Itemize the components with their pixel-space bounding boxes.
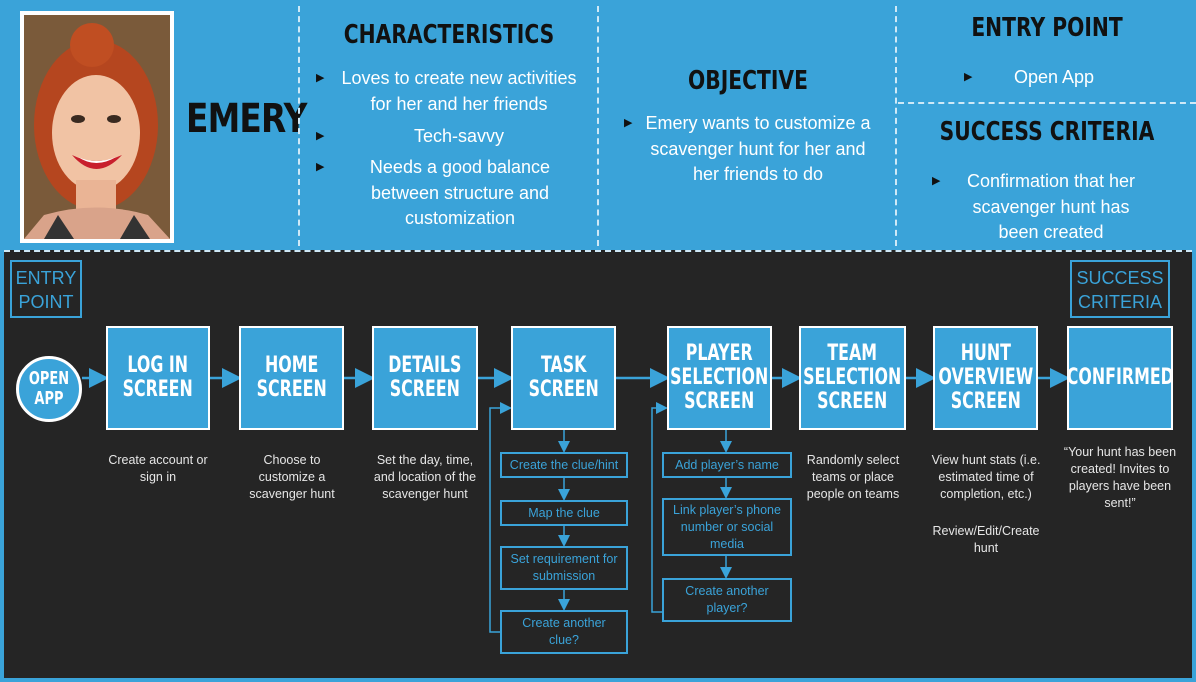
hunt-overview-screen-node[interactable]: HUNT OVERVIEW SCREEN xyxy=(933,326,1038,430)
persona-photo xyxy=(20,11,174,243)
task-step-map-clue[interactable]: Map the clue xyxy=(500,500,628,526)
persona-name: EMERY xyxy=(186,96,307,142)
home-screen-node[interactable]: HOME SCREEN xyxy=(239,326,344,430)
confirmed-screen-node[interactable]: CONFIRMED xyxy=(1067,326,1174,430)
hunt-overview-description-2: Review/Edit/Create hunt xyxy=(932,524,1040,555)
bullet-arrow-icon: ▶ xyxy=(316,130,325,142)
flow-connectors xyxy=(82,368,1070,633)
success-criteria-item: ▶ Confirmation that her scavenger hunt h… xyxy=(932,171,1136,242)
task-step-create-another-clue[interactable]: Create another clue? xyxy=(500,610,628,654)
bullet-arrow-icon: ▶ xyxy=(316,72,325,84)
characteristics-item: ▶ Loves to create new activities for her… xyxy=(316,68,577,114)
characteristics-item: ▶ Tech-savvy xyxy=(316,124,588,150)
task-step-set-requirement[interactable]: Set requirement for submission xyxy=(500,546,628,590)
persona-panel: EMERY CHARACTERISTICS ▶ Loves to create … xyxy=(0,0,1196,250)
entry-point-label: ENTRY POINT xyxy=(10,260,82,318)
characteristics-title: CHARACTERISTICS xyxy=(343,20,555,50)
open-app-node[interactable]: OPEN APP xyxy=(16,356,82,422)
bullet-arrow-icon: ▶ xyxy=(316,161,325,173)
hunt-overview-description: View hunt stats (i.e. estimated time of … xyxy=(931,453,1041,501)
details-screen-node[interactable]: DETAILS SCREEN xyxy=(372,326,478,430)
confirmed-description: “Your hunt has been created! Invites to … xyxy=(1063,445,1177,510)
task-step-create-clue[interactable]: Create the clue/hint xyxy=(500,452,628,478)
persona-photo-icon xyxy=(24,15,170,239)
divider xyxy=(298,6,300,246)
home-description: Choose to customize a scavenger hunt xyxy=(249,453,335,501)
divider xyxy=(898,102,1196,104)
task-screen-node[interactable]: TASK SCREEN xyxy=(511,326,616,430)
bullet-arrow-icon: ▶ xyxy=(932,175,941,187)
player-step-link-contact[interactable]: Link player’s phone number or social med… xyxy=(662,498,792,556)
player-selection-screen-node[interactable]: PLAYER SELECTION SCREEN xyxy=(667,326,772,430)
details-description: Set the day, time, and location of the s… xyxy=(373,453,477,501)
entry-point-title: ENTRY POINT xyxy=(971,13,1123,43)
bullet-arrow-icon: ▶ xyxy=(624,117,633,129)
success-criteria-label: SUCCESS CRITERIA xyxy=(1070,260,1170,318)
entry-point-item: ▶ Open App xyxy=(964,65,1118,91)
user-flow-panel: ENTRY POINT SUCCESS CRITERIA OPEN APP LO… xyxy=(4,250,1192,678)
login-description: Create account or sign in xyxy=(108,453,208,484)
team-selection-description: Randomly select teams or place people on… xyxy=(806,453,900,501)
team-selection-screen-node[interactable]: TEAM SELECTION SCREEN xyxy=(799,326,906,430)
characteristics-item: ▶ Needs a good balance between structure… xyxy=(316,157,551,228)
divider xyxy=(895,6,897,246)
player-step-create-another-player[interactable]: Create another player? xyxy=(662,578,792,622)
bullet-arrow-icon: ▶ xyxy=(964,71,973,83)
divider xyxy=(597,6,599,246)
login-screen-node[interactable]: LOG IN SCREEN xyxy=(106,326,210,430)
success-criteria-title: SUCCESS CRITERIA xyxy=(939,117,1155,147)
objective-title: OBJECTIVE xyxy=(688,66,808,96)
objective-item: ▶ Emery wants to customize a scavenger h… xyxy=(624,113,871,184)
player-step-add-name[interactable]: Add player’s name xyxy=(662,452,792,478)
